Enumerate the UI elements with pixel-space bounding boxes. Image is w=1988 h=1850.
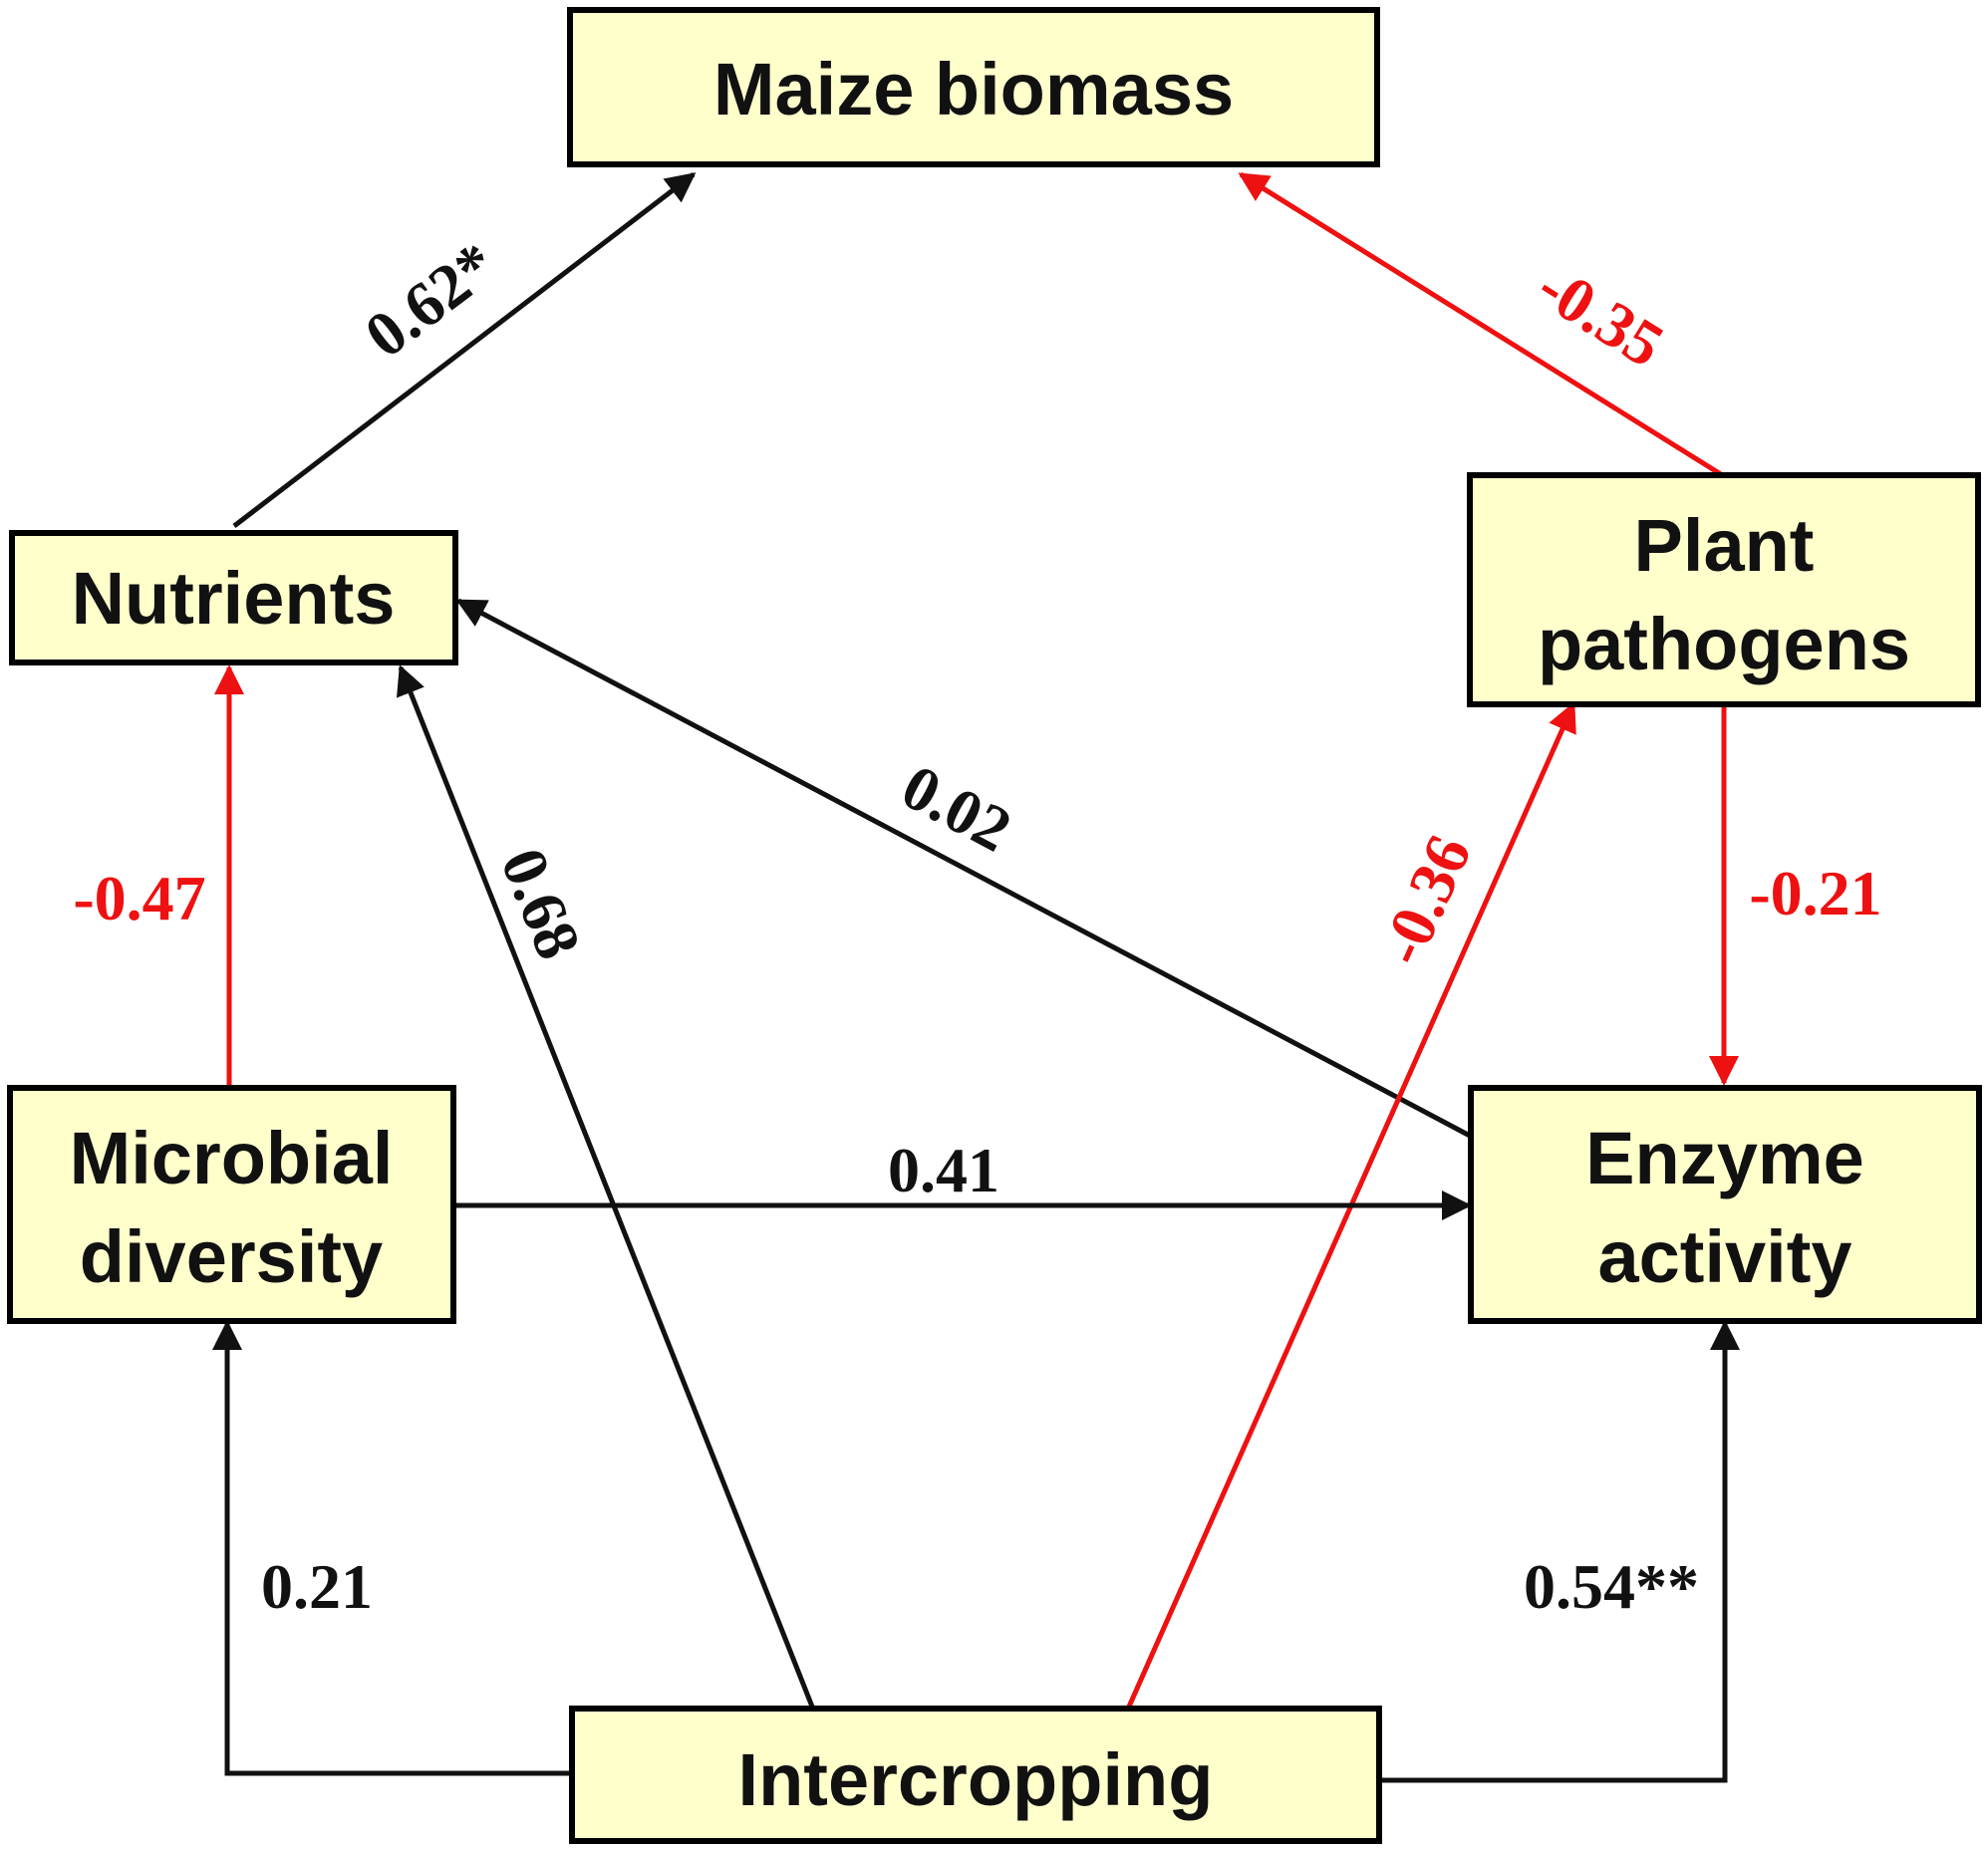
edge-enzyme-activity-to-nutrients [455, 598, 1472, 1139]
node-maize-biomass: Maize biomass [567, 7, 1380, 167]
node-label: Microbial [70, 1117, 394, 1199]
node-nutrients: Nutrients [9, 530, 458, 665]
node-enzyme-activity: Enzyme activity [1468, 1085, 1982, 1324]
node-label: Enzyme [1585, 1117, 1864, 1199]
edge-label: 0.21 [261, 1551, 373, 1622]
edge-intercropping-to-nutrients [396, 664, 815, 1708]
edge-label: -0.47 [73, 863, 205, 933]
edge-plant-pathogens-to-maize-biomass [1238, 171, 1726, 479]
edge-label: -0.35 [1526, 250, 1676, 381]
edge-intercropping-to-microbial-diversity [212, 1320, 570, 1776]
edge-label: 0.54** [1524, 1551, 1699, 1622]
edge-label: -0.36 [1366, 825, 1485, 975]
node-label: Intercropping [738, 1738, 1214, 1821]
edge-nutrients-to-maize-biomass [232, 172, 697, 528]
edge-label: -0.21 [1749, 858, 1881, 928]
edges [212, 171, 1740, 1783]
node-intercropping: Intercropping [569, 1706, 1382, 1844]
node-plant-pathogens: Plant pathogens [1467, 472, 1981, 707]
node-label: Nutrients [72, 557, 396, 640]
edge-label: 0.62* [352, 228, 509, 371]
edge-label: 0.41 [888, 1135, 999, 1205]
node-microbial-diversity: Microbial diversity [7, 1085, 456, 1324]
edge-intercropping-to-enzyme-activity [1379, 1320, 1740, 1783]
node-label: diversity [80, 1215, 383, 1298]
node-label: Plant [1634, 504, 1815, 587]
edge-label: 0.68 [487, 839, 595, 968]
edge-label: 0.02 [891, 750, 1022, 865]
node-label: activity [1597, 1215, 1851, 1298]
node-label: Maize biomass [713, 48, 1234, 131]
node-label: pathogens [1538, 603, 1910, 685]
edge-labels: 0.62* -0.35 -0.47 0.68 0.02 -0.36 -0.21 … [73, 228, 1881, 1622]
